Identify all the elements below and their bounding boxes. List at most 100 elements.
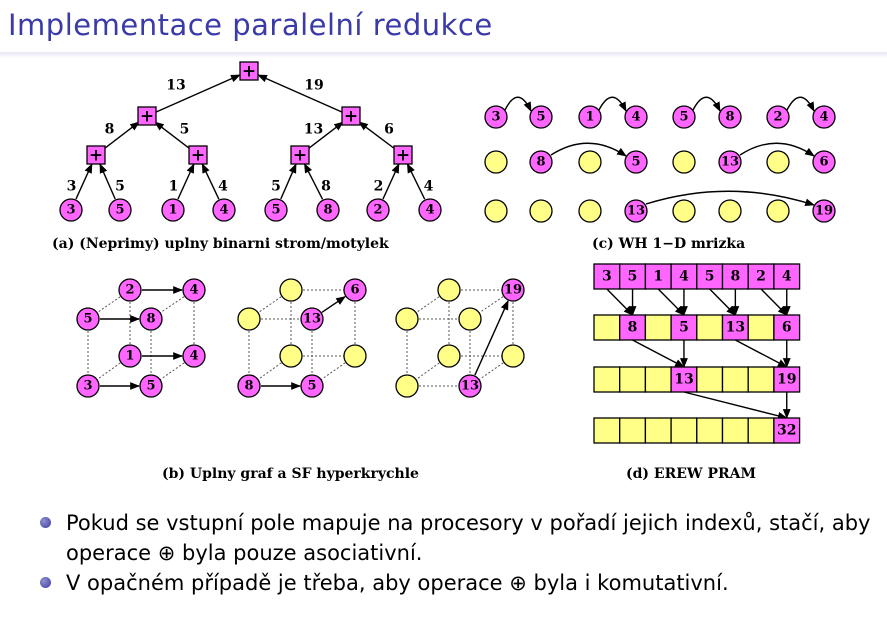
tree-edge: [154, 121, 191, 150]
memory-cell: [619, 263, 647, 290]
node-value: 8: [244, 379, 253, 394]
mesh-arrow: [598, 96, 627, 112]
processor-node-active: [139, 374, 163, 398]
memory-cell: [644, 366, 672, 393]
processor-node-idle: [395, 307, 419, 331]
node-value: 13: [721, 155, 739, 170]
processor-node-idle: [672, 199, 696, 223]
node-value: 5: [271, 203, 280, 218]
node-value: 5: [679, 110, 688, 125]
memory-cell-value: 8: [730, 269, 740, 285]
node-value: 5: [115, 203, 124, 218]
processor-node-idle: [437, 278, 461, 302]
bullet-dot-icon: [40, 517, 51, 528]
memory-cell: [644, 417, 672, 444]
processor-node-idle: [578, 150, 602, 174]
memory-cell-value: 8: [628, 320, 638, 336]
memory-cell: [773, 263, 801, 290]
memory-cell-value: 1: [653, 269, 663, 285]
tree-edge: [177, 163, 195, 200]
edge-label: 4: [424, 179, 434, 195]
processor-node-idle: [279, 344, 303, 368]
node-value: 4: [189, 349, 198, 364]
processor-node-idle: [501, 344, 525, 368]
node-value: 5: [631, 155, 640, 170]
plus-operator-box: [239, 61, 259, 81]
plus-operator-symbol: +: [89, 146, 103, 166]
memory-cell: [696, 314, 724, 341]
node-value: 3: [83, 379, 92, 394]
tree-edge: [382, 163, 400, 200]
tree-edge: [406, 163, 426, 200]
node-value: 8: [536, 155, 545, 170]
memory-cell: [670, 263, 698, 290]
memory-cell: [619, 417, 647, 444]
processor-node-idle: [484, 199, 508, 223]
memory-cell-value: 13: [726, 320, 745, 336]
node-value: 8: [146, 312, 155, 327]
plus-operator-box: [137, 106, 157, 126]
mesh-arrow: [504, 96, 532, 112]
node-value: 6: [350, 283, 359, 298]
node-value: 13: [627, 204, 645, 219]
processor-node-active: [343, 278, 367, 302]
processor-node-active: [161, 198, 185, 222]
memory-cell-value: 32: [777, 423, 796, 439]
node-value: 19: [504, 283, 522, 298]
memory-cell-value: 6: [782, 320, 792, 336]
node-value: 5: [83, 312, 92, 327]
memory-cell: [773, 366, 801, 393]
memory-cell: [644, 314, 672, 341]
edge-label: 5: [271, 179, 281, 195]
memory-cell-value: 2: [756, 269, 766, 285]
processor-node-active: [182, 278, 206, 302]
node-value: 6: [819, 155, 828, 170]
processor-node-active: [812, 150, 836, 174]
edge-label: 13: [304, 122, 323, 138]
processor-node-active: [76, 374, 100, 398]
pram-arrow: [760, 288, 788, 316]
plus-operator-box: [341, 106, 361, 126]
memory-cell: [696, 417, 724, 444]
processor-node-active: [812, 105, 836, 129]
processor-node-active: [139, 307, 163, 331]
pram-arrow: [657, 288, 685, 316]
processor-node-active: [718, 150, 742, 174]
pram-arrow: [632, 339, 685, 368]
slide-title: Implementace paralelní redukce: [8, 8, 493, 42]
tree-edge: [358, 121, 396, 150]
memory-cell-value: 3: [602, 269, 612, 285]
plus-operator-box: [188, 145, 208, 165]
caption-d: (d) EREW PRAM: [626, 466, 756, 482]
processor-node-active: [484, 105, 508, 129]
memory-cell: [644, 263, 672, 290]
node-value: 8: [323, 203, 332, 218]
mesh-arrow: [739, 142, 815, 157]
cube-arrow: [474, 300, 509, 376]
bullet-dot-icon: [40, 577, 51, 588]
node-value: 3: [491, 110, 500, 125]
tree-edge: [303, 163, 324, 200]
node-value: 1: [125, 349, 134, 364]
processor-node-active: [624, 150, 648, 174]
processor-node-active: [418, 198, 442, 222]
memory-cell-value: 5: [679, 320, 689, 336]
processor-node-idle: [237, 307, 261, 331]
tree-edge: [201, 163, 220, 200]
title-rule: [0, 52, 887, 58]
node-value: 4: [631, 110, 640, 125]
processor-node-active: [578, 105, 602, 129]
processor-node-idle: [766, 199, 790, 223]
processor-node-idle: [395, 374, 419, 398]
edge-label: 8: [321, 179, 331, 195]
node-value: 2: [125, 283, 134, 298]
processor-node-active: [529, 150, 553, 174]
plus-operator-symbol: +: [242, 62, 256, 82]
processor-node-idle: [578, 199, 602, 223]
caption-b: (b) Uplny graf a SF hyperkrychle: [162, 466, 419, 482]
plus-operator-box: [290, 145, 310, 165]
